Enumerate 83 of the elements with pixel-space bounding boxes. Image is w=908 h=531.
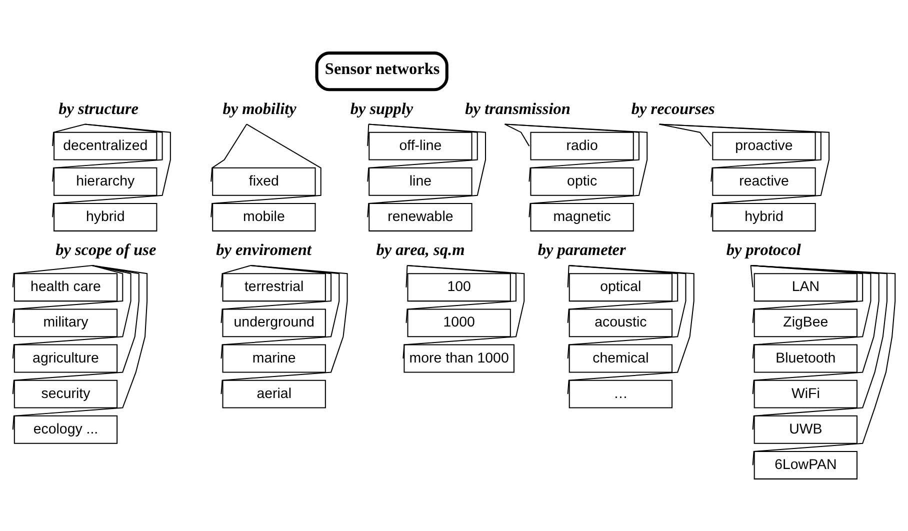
node-text: by scope of use [56,240,156,259]
node-box: hybrid [712,202,816,231]
node-box: 100 [407,272,511,302]
node-box: Sensor networks [315,51,448,91]
node-text: by protocol [726,240,801,259]
connector [210,123,322,217]
connector [504,123,648,217]
node-box: hybrid [54,202,158,231]
connector [659,123,822,182]
connector [220,264,332,322]
connector [504,123,640,182]
node-box: … [568,379,673,408]
node-box: radio [530,131,634,160]
node-box: more than 1000 [404,344,514,372]
connector [12,264,132,358]
node-box: off-line [368,131,472,160]
connector [367,123,486,217]
node-box: ecology ... [14,414,118,444]
connector [659,123,712,146]
connector [504,123,530,146]
node-box: acoustic [568,308,673,337]
node-text: by parameter [538,240,626,259]
node-box: UWB [754,414,858,444]
connector [750,264,888,430]
connector [567,264,678,322]
node-box: renewable [368,202,472,231]
connector [367,124,370,146]
node-box: line [368,166,472,196]
connector [750,264,880,394]
node-box: WiFi [754,379,858,408]
node-box: magnetic [530,202,634,231]
node-box: hierarchy [54,166,158,196]
node-box: security [14,379,118,408]
node-box: 1000 [407,308,511,337]
node-box: Bluetooth [754,344,858,372]
node-box: ZigBee [754,308,858,337]
node-text: by recourses [631,99,715,118]
connector [750,264,754,287]
connector [52,123,171,217]
node-box: proactive [712,131,816,160]
node-box: fixed [212,166,316,196]
node-box: 6LowPAN [754,450,858,479]
node-box: LAN [754,272,858,302]
connector [567,264,570,287]
node-box: health care [14,272,118,302]
connector [220,264,251,287]
connector [52,123,163,182]
node-box: reactive [712,166,816,196]
connector [750,264,864,322]
connector [750,264,896,465]
node-box: mobile [212,202,316,231]
connector [12,264,140,394]
node-box: terrestrial [222,272,326,302]
connector [220,264,348,394]
node-box: agriculture [14,344,118,372]
node-box: optical [568,272,673,302]
connector [52,123,86,146]
node-box: underground [222,308,326,337]
connector [402,264,525,358]
node-text: by supply [350,99,414,118]
connector [406,264,516,322]
node-box: optic [530,166,634,196]
node-box: marine [222,344,326,372]
node-box: decentralized [54,131,158,160]
connector [12,264,148,430]
connector [12,264,92,287]
connector [567,264,694,394]
connector [750,264,872,358]
node-text: by area, sq.m [376,240,465,259]
connector [210,123,248,182]
node-box: aerial [222,379,326,408]
connector [220,264,340,358]
connector [406,264,408,287]
node-text: by enviroment [216,240,312,259]
node-text: by structure [58,99,139,118]
node-text: by transmission [465,99,570,118]
connector [567,264,686,358]
node-box: chemical [568,344,673,372]
connector [659,123,830,217]
connector [12,264,124,322]
node-box: military [14,308,118,337]
node-text: by mobility [222,99,296,118]
connector [367,123,478,182]
